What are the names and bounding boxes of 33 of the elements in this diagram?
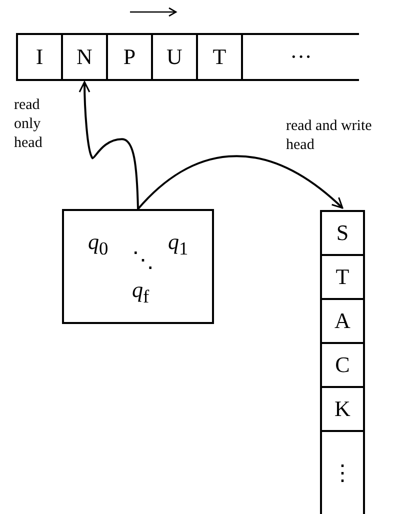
ellipsis: ⋱ xyxy=(132,249,154,271)
letter: C xyxy=(335,352,350,378)
letter: N xyxy=(76,44,92,70)
state-label: q$_{1}$ xyxy=(168,231,188,258)
letter: I xyxy=(36,44,44,70)
state-label: q$_{0}$ xyxy=(88,231,108,258)
stack-cell xyxy=(320,342,365,388)
edge-label: read only head xyxy=(14,96,44,152)
state-label: q$_{f}$ xyxy=(132,279,150,306)
ellipsis: ⋮ xyxy=(332,460,354,486)
edge-label: read and write head xyxy=(286,117,373,154)
letter: A xyxy=(334,308,350,334)
control-box xyxy=(62,209,214,324)
ellipsis: ··· xyxy=(290,44,312,70)
tape-cell xyxy=(196,33,243,81)
letter: U xyxy=(166,44,182,70)
letter: S xyxy=(336,220,349,246)
arrow xyxy=(78,81,139,210)
tape-cell xyxy=(16,33,63,81)
stack-cell xyxy=(320,430,365,514)
tape-cell xyxy=(61,33,108,81)
tape-cell xyxy=(106,33,153,81)
stack-cell xyxy=(320,210,365,256)
letter: P xyxy=(123,44,136,70)
stack-cell xyxy=(320,298,365,344)
letter: K xyxy=(334,396,350,422)
tape-cell xyxy=(151,33,198,81)
tape-cell xyxy=(241,33,359,81)
arrow xyxy=(137,155,344,210)
letter: T xyxy=(336,264,350,290)
letter: T xyxy=(212,44,226,70)
stack-cell xyxy=(320,254,365,300)
stack-cell xyxy=(320,386,365,432)
